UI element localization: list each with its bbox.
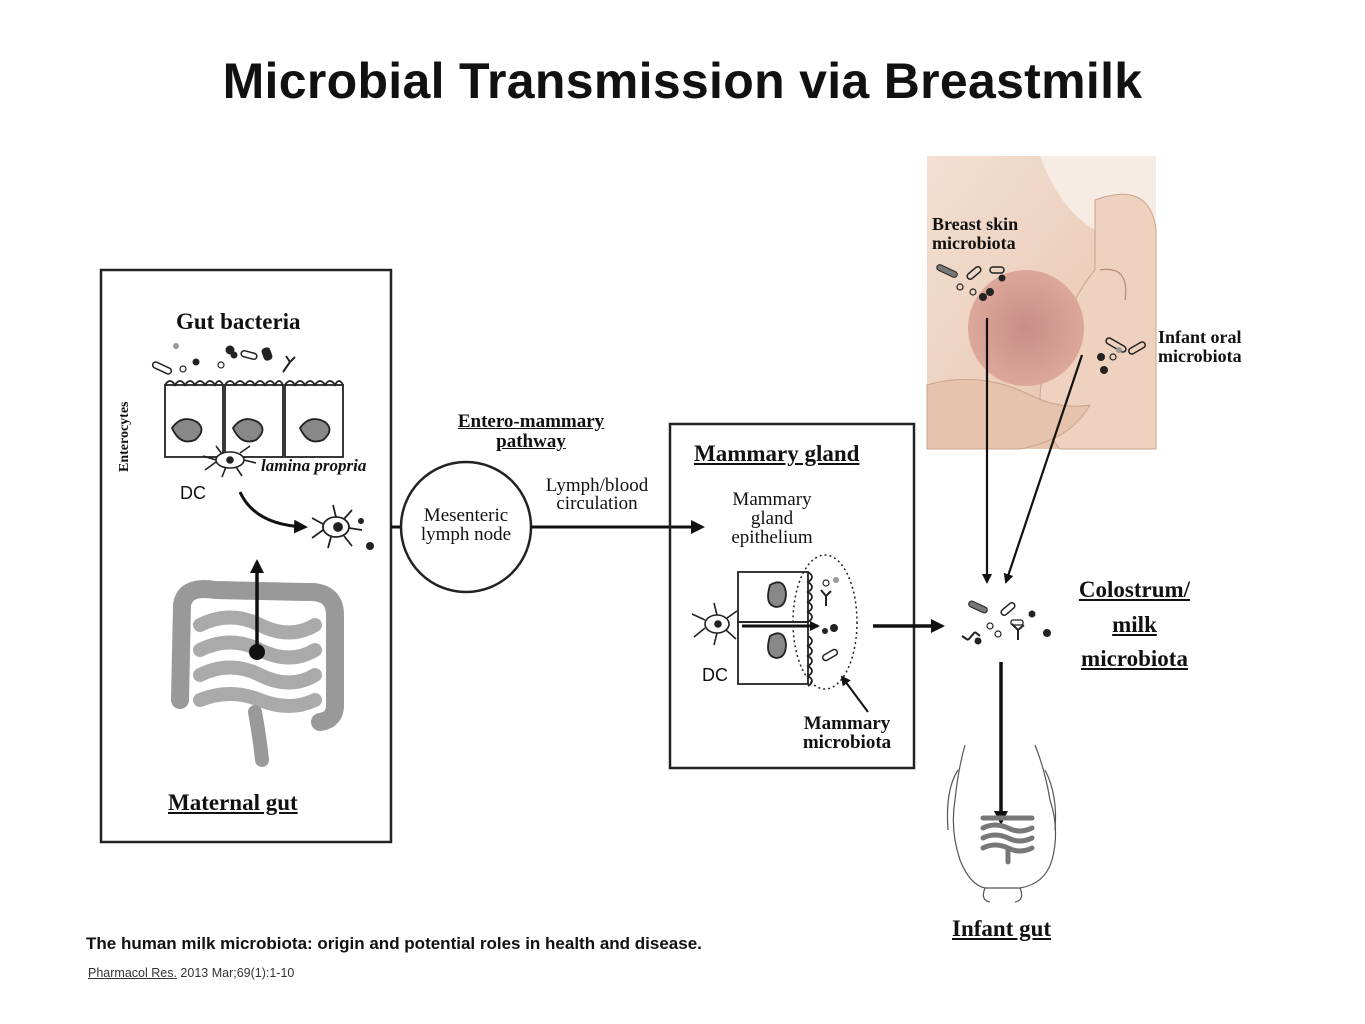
circulation-label-line2: circulation bbox=[556, 493, 638, 514]
mammary-microbiota-pointer bbox=[840, 675, 869, 713]
enterocytes-cells bbox=[164, 380, 344, 458]
dc-migration-arrow bbox=[238, 491, 308, 534]
epithelium-label-line3: epithelium bbox=[731, 527, 813, 548]
epithelium-label-line2: gland bbox=[750, 508, 794, 529]
citation-journal-link[interactable]: Pharmacol Res. bbox=[88, 966, 177, 980]
infant-gut-label: Infant gut bbox=[952, 916, 1052, 941]
epithelium-label-line1: Mammary bbox=[732, 489, 812, 510]
breast-skin-label-line1: Breast skin bbox=[932, 214, 1019, 234]
infant-intestine bbox=[980, 815, 1035, 865]
intestine-illustration bbox=[171, 580, 344, 767]
slide-title: Microbial Transmission via Breastmilk bbox=[222, 53, 1143, 109]
enterocytes-label: Enterocytes bbox=[117, 401, 132, 473]
oral-to-milk-arrow bbox=[1003, 354, 1084, 584]
mammary-gland-label: Mammary gland bbox=[694, 441, 860, 466]
colostrum-label-line1: Colostrum/ bbox=[1078, 577, 1191, 602]
gut-dendritic-cell bbox=[202, 445, 257, 478]
gut-bacteria-cluster bbox=[151, 343, 296, 375]
lamina-propria-label: lamina propria bbox=[261, 456, 367, 475]
mammary-epithelium-cells bbox=[737, 554, 858, 690]
mammary-microbiota-line1: Mammary bbox=[803, 713, 891, 734]
circulation-label-line1: Lymph/blood bbox=[545, 475, 649, 496]
lymph-node-label-line1: Mesenteric bbox=[423, 505, 509, 526]
mammary-microbiota-line2: microbiota bbox=[802, 732, 892, 753]
infant-oral-label-line2: microbiota bbox=[1158, 346, 1242, 366]
citation-details: 2013 Mar;69(1):1-10 bbox=[180, 966, 295, 980]
mammary-dendritic-cell bbox=[691, 602, 738, 646]
infant-oral-label-line1: Infant oral bbox=[1158, 327, 1242, 347]
colostrum-microbes bbox=[961, 600, 1051, 645]
lymph-node-label-line2: lymph node bbox=[420, 524, 512, 545]
breast-skin-microbes bbox=[936, 264, 1006, 301]
breastfeeding-illustration bbox=[926, 156, 1157, 450]
breast-skin-label-line2: microbiota bbox=[932, 233, 1016, 253]
gut-bacteria-label: Gut bacteria bbox=[176, 309, 301, 334]
pathway-title-line1: Entero-mammary bbox=[457, 411, 605, 432]
pathway-title-line2: pathway bbox=[496, 431, 566, 452]
colostrum-label-line3: microbiota bbox=[1081, 646, 1188, 671]
maternal-gut-label: Maternal gut bbox=[168, 790, 298, 815]
mammary-gland-box bbox=[668, 422, 916, 770]
mammary-dc-label: DC bbox=[702, 665, 728, 685]
infant-body-sketch bbox=[946, 744, 1057, 903]
infant-oral-microbes bbox=[1097, 337, 1146, 374]
mammary-microbes bbox=[820, 577, 839, 662]
figure-caption: The human milk microbiota: origin and po… bbox=[86, 934, 702, 953]
citation: Pharmacol Res. 2013 Mar;69(1):1-10 bbox=[88, 966, 294, 980]
gut-dc-label: DC bbox=[180, 483, 206, 503]
maternal-gut-box bbox=[99, 268, 393, 844]
migrating-dendritic-cell bbox=[311, 504, 374, 550]
colostrum-label-line2: milk bbox=[1112, 612, 1157, 637]
